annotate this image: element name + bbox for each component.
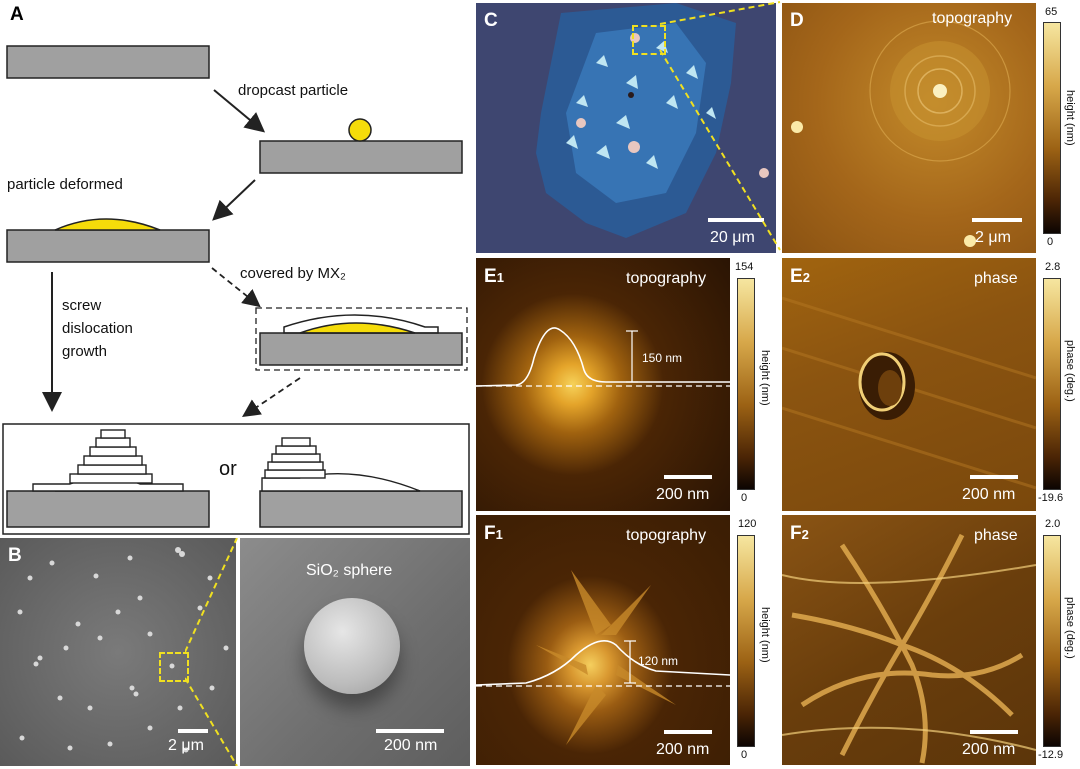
step-covered-text: covered by MX₂ <box>240 265 346 282</box>
panel-b-label: B <box>8 545 22 566</box>
or-text: or <box>219 458 237 480</box>
step-screw-text-2: dislocation <box>62 320 133 337</box>
panel-d-afm-topography <box>782 3 1036 253</box>
scale-bar-d <box>972 218 1022 222</box>
scale-text-e2: 200 nm <box>962 486 1016 503</box>
step-dropcast-text: dropcast particle <box>238 82 349 99</box>
colorbar-e1 <box>737 278 755 490</box>
pyramid-stack <box>32 429 184 492</box>
panel-f2-afm-phase <box>782 515 1036 765</box>
panel-f1-mode: topography <box>626 527 707 544</box>
substrate-2 <box>259 140 463 174</box>
colorbar-d-max: 65 <box>1045 6 1058 18</box>
scale-text-d: 2 μm <box>975 229 1011 246</box>
panel-f1-label: F1 <box>484 523 503 544</box>
colorbar-f2-title: phase (deg.) <box>1064 597 1076 659</box>
mx2-layer <box>283 314 439 334</box>
panel-d-label: D <box>790 10 804 31</box>
zoom-box <box>159 652 189 682</box>
colorbar-e2-title: phase (deg.) <box>1064 340 1076 402</box>
scale-text-e1: 200 nm <box>656 486 710 503</box>
panel-b-zoom-lines <box>185 538 238 766</box>
colorbar-f1-max: 120 <box>738 518 757 530</box>
substrate-4 <box>259 332 463 366</box>
f1-profile <box>476 570 730 745</box>
panel-d-mode: topography <box>932 10 1013 27</box>
arrow-dashed-2 <box>242 377 301 418</box>
colorbar-d-min: 0 <box>1047 236 1054 248</box>
particle-sphere <box>348 118 372 142</box>
panel-e2-afm-phase <box>782 258 1036 511</box>
scale-bar-e2 <box>970 475 1018 479</box>
covered-box <box>255 307 468 371</box>
scale-text-c: 20 μm <box>710 229 755 246</box>
colorbar-e1-title: height (nm) <box>759 350 771 406</box>
colorbar-f1-title: height (nm) <box>759 607 771 663</box>
panel-b-sem-overview <box>0 538 236 766</box>
scale-bar-f2 <box>970 730 1018 734</box>
colorbar-e1-min: 0 <box>741 492 748 504</box>
colorbar-f2-min: -12.9 <box>1038 749 1064 761</box>
colorbar-e2-min: -19.6 <box>1038 492 1064 504</box>
colorbar-e2 <box>1043 278 1061 490</box>
panel-e2-label: E2 <box>790 266 810 287</box>
scale-bar-c <box>708 218 764 222</box>
panel-b-sem-zoom <box>240 538 470 766</box>
substrate-3 <box>6 229 210 263</box>
step-screw-text-3: growth <box>62 343 108 360</box>
panel-c-zoom-lines <box>659 1 781 251</box>
colorbar-f1-min: 0 <box>741 749 748 761</box>
sio2-sphere-title: SiO₂ sphere <box>306 562 393 579</box>
arrow-2 <box>212 179 256 221</box>
scale-bar-e1 <box>664 475 712 479</box>
panel-a-label: A <box>10 4 24 25</box>
sio2-sphere <box>304 598 400 694</box>
colorbar-e1-max: 154 <box>735 261 754 273</box>
panel-e1-mode: topography <box>626 270 707 287</box>
substrate-1 <box>6 45 210 79</box>
step-screw-text-1: screw <box>62 297 102 314</box>
colorbar-f2-max: 2.0 <box>1045 518 1061 530</box>
panel-e1-label: E1 <box>484 266 504 287</box>
zoom-box-c <box>632 25 666 55</box>
colorbar-f2 <box>1043 535 1061 747</box>
e1-profile <box>476 327 730 387</box>
colorbar-f1 <box>737 535 755 747</box>
colorbar-d <box>1043 22 1061 234</box>
panel-e1-afm-topography <box>476 258 730 511</box>
step-deformed-text: particle deformed <box>7 176 123 193</box>
scale-text-f2: 200 nm <box>962 741 1016 758</box>
panel-a-schematic <box>2 45 470 535</box>
panel-e2-mode: phase <box>974 270 1018 287</box>
panel-f1-afm-topography <box>476 515 730 765</box>
scale-bar-f1 <box>664 730 712 734</box>
panel-f1-profile-label: 120 nm <box>638 654 679 668</box>
colorbar-e2-max: 2.8 <box>1045 261 1061 273</box>
scale-bar-b-right <box>376 729 444 733</box>
panel-f2-mode: phase <box>974 527 1018 544</box>
panel-c-label: C <box>484 10 498 31</box>
arrow-1 <box>213 89 266 133</box>
colorbar-d-title: height (nm) <box>1064 90 1076 146</box>
scale-text-b-right: 200 nm <box>384 737 438 754</box>
panel-e1-profile-label: 150 nm <box>642 351 683 365</box>
panel-f2-label: F2 <box>790 523 809 544</box>
scale-text-f1: 200 nm <box>656 741 710 758</box>
spiral-stack <box>261 437 421 492</box>
scale-bar-b-left <box>178 729 208 733</box>
sem-particles <box>17 547 229 753</box>
deformed-particle <box>54 218 161 231</box>
scale-text-b-left: 2 μm <box>168 737 204 754</box>
